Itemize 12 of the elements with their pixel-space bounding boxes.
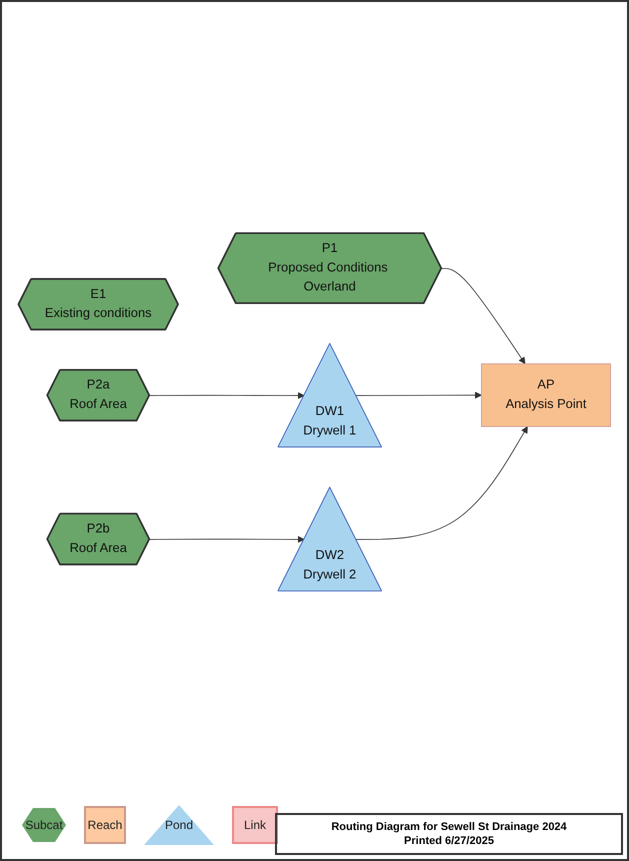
legend-item: Subcat [22, 808, 66, 842]
node-box: AP Analysis Point [481, 363, 611, 427]
arrow [149, 536, 305, 543]
legend-item: Pond [144, 805, 214, 845]
print-date: Printed 6/27/2025 [403, 835, 495, 847]
legend-item: Reach [84, 806, 126, 844]
arrow [441, 268, 526, 364]
arrow [356, 392, 482, 399]
arrow [149, 392, 305, 400]
arrow [356, 426, 528, 540]
diagram-title: Routing Diagram for Sewell St Drainage 2024 [330, 821, 568, 833]
legend-item: Link [232, 806, 278, 844]
